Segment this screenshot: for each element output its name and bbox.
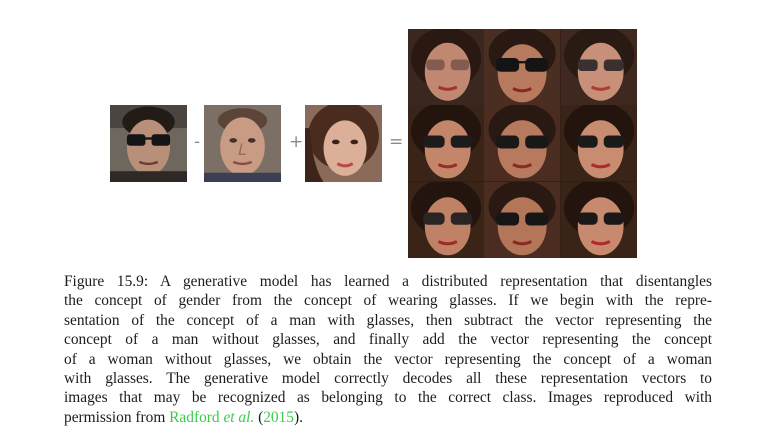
minus-operator: - bbox=[194, 132, 201, 152]
result-image bbox=[408, 105, 485, 182]
result-image bbox=[484, 181, 561, 258]
caption-line: the concept of gender from the concept o… bbox=[64, 292, 712, 310]
citation-author: Radford bbox=[169, 408, 224, 426]
result-image bbox=[408, 181, 485, 258]
figure-caption: Figure 15.9: A generative model has lear… bbox=[64, 272, 712, 427]
figure: - + = bbox=[110, 29, 637, 258]
citation-year-link[interactable]: 2015 bbox=[263, 408, 294, 426]
caption-line: of a woman without glasses, we obtain th… bbox=[64, 350, 712, 368]
caption-line: sentation of the concept of a man with g… bbox=[64, 311, 712, 329]
caption-line: images that may be recognized as belongi… bbox=[64, 389, 712, 407]
caption-line: permission from Radford et al. (2015). bbox=[64, 408, 712, 427]
citation-paren-close: ). bbox=[294, 408, 303, 426]
citation-link[interactable]: Radford et al. bbox=[169, 409, 254, 426]
caption-line: with glasses. The generative model corre… bbox=[64, 370, 712, 388]
result-image bbox=[560, 181, 637, 258]
woman-without-glasses-image bbox=[305, 105, 382, 182]
citation-paren-open: ( bbox=[254, 408, 264, 426]
man-with-glasses-image bbox=[110, 105, 187, 182]
result-image bbox=[484, 105, 561, 182]
man-without-glasses-image bbox=[204, 105, 281, 182]
result-image-grid bbox=[408, 29, 637, 258]
plus-operator: + bbox=[289, 132, 304, 152]
caption-line: Figure 15.9: A generative model has lear… bbox=[64, 273, 712, 290]
caption-line: concept of a man without glasses, and fi… bbox=[64, 331, 712, 349]
citation-etal: et al. bbox=[223, 408, 255, 426]
equals-operator: = bbox=[389, 132, 404, 152]
result-image bbox=[560, 29, 637, 106]
caption-text: permission from bbox=[64, 408, 170, 426]
result-image bbox=[560, 105, 637, 182]
result-image bbox=[408, 29, 485, 106]
result-image bbox=[484, 29, 561, 106]
